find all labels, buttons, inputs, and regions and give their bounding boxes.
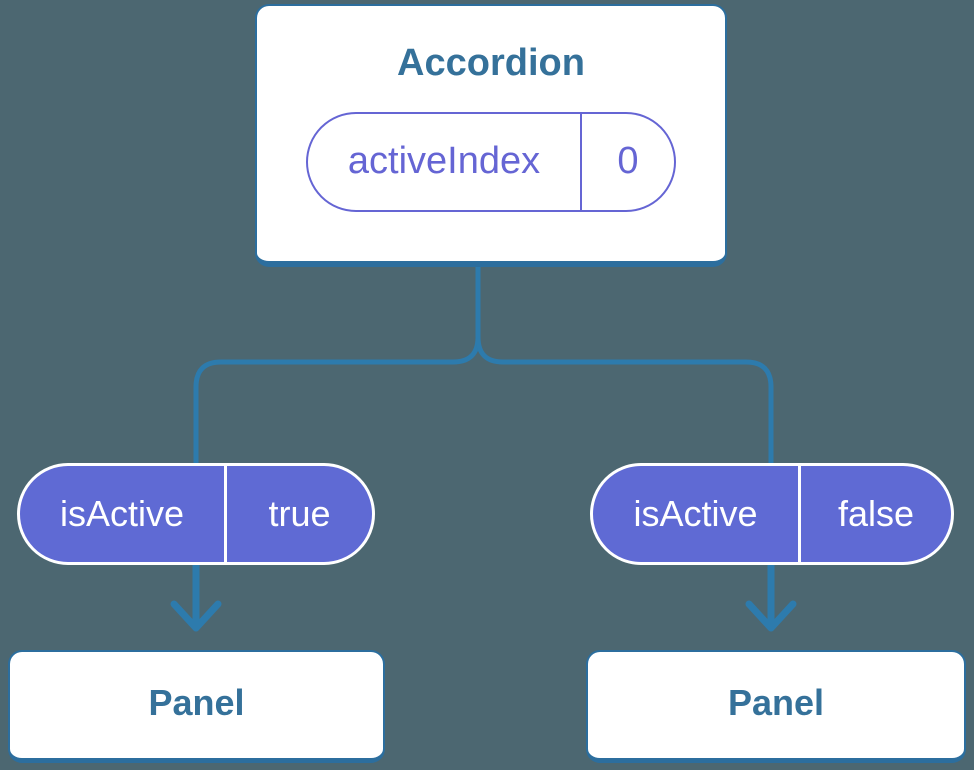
connector-branch-left: [193, 255, 481, 505]
prop-value: false: [798, 466, 951, 562]
prop-pill-false: isActive false: [590, 463, 954, 565]
panel-title: Panel: [148, 682, 245, 723]
state-pill: activeIndex 0: [306, 111, 676, 212]
prop-value: true: [224, 466, 372, 562]
connector-branch-right: [475, 255, 774, 505]
state-value: 0: [580, 113, 674, 210]
state-name-label: activeIndex: [347, 140, 541, 183]
panel-box-left: Panel: [8, 650, 385, 763]
panel-box-right: Panel: [586, 650, 966, 763]
prop-pill-true: isActive true: [17, 463, 375, 565]
prop-name-label: isActive: [633, 493, 758, 534]
prop-name-label: isActive: [59, 493, 185, 534]
accordion-component-box: Accordion activeIndex 0: [255, 4, 727, 267]
component-title: Accordion: [397, 42, 585, 84]
panel-title: Panel: [727, 682, 825, 723]
